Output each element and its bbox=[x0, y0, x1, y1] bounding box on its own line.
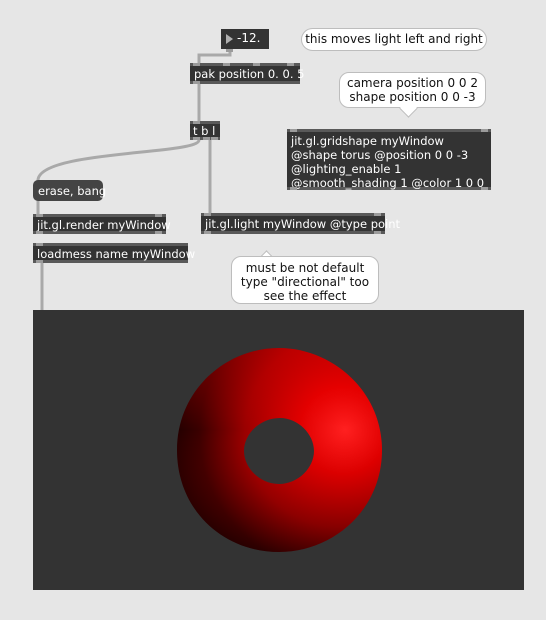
render-object-text: jit.gl.render myWindow bbox=[37, 218, 171, 232]
outlet[interactable] bbox=[36, 260, 43, 263]
trigger-object-text: t b l bbox=[193, 124, 216, 138]
inlet[interactable] bbox=[287, 63, 294, 66]
number-box-value: -12. bbox=[237, 31, 261, 45]
comment-light-note-text: this moves light left and right bbox=[305, 32, 483, 46]
inlet[interactable] bbox=[290, 129, 297, 132]
erase-bang-message[interactable]: erase, bang bbox=[33, 180, 107, 201]
loadmess-object[interactable]: loadmess name myWindow bbox=[33, 243, 195, 263]
trigger-object[interactable]: t b l bbox=[190, 121, 220, 140]
triangle-icon bbox=[226, 34, 233, 44]
comment-type-note: must be not default type "directional" t… bbox=[231, 256, 379, 304]
outlet[interactable] bbox=[374, 231, 381, 234]
inlet[interactable] bbox=[155, 214, 162, 217]
inlet[interactable] bbox=[193, 121, 200, 124]
outlet[interactable] bbox=[36, 231, 43, 234]
light-object[interactable]: jit.gl.light myWindow @type point bbox=[201, 213, 400, 234]
outlet[interactable] bbox=[203, 137, 210, 140]
inlet[interactable] bbox=[36, 214, 43, 217]
loadmess-object-text: loadmess name myWindow bbox=[37, 247, 196, 261]
inlet[interactable] bbox=[36, 243, 43, 246]
comment-camera-line2: shape position 0 0 -3 bbox=[349, 90, 476, 104]
outlet[interactable] bbox=[204, 231, 211, 234]
gl-render-window[interactable] bbox=[33, 310, 524, 590]
comment-light-note: this moves light left and right bbox=[301, 28, 487, 51]
inlet[interactable] bbox=[204, 213, 211, 216]
comment-camera-note: camera position 0 0 2 shape position 0 0… bbox=[339, 72, 486, 108]
gridshape-object[interactable]: jit.gl.gridshape myWindow @shape torus @… bbox=[287, 129, 491, 190]
erase-bang-message-text: erase, bang bbox=[38, 184, 107, 198]
cord-trigger-to-erase bbox=[36, 138, 201, 182]
cord-number-to-pak bbox=[197, 47, 232, 65]
torus-render bbox=[177, 348, 382, 552]
torus-top-shading bbox=[177, 348, 382, 552]
pak-object[interactable]: pak position 0. 0. 5 bbox=[190, 63, 304, 84]
pak-object-text: pak position 0. 0. 5 bbox=[194, 67, 305, 81]
light-object-text: jit.gl.light myWindow @type point bbox=[205, 217, 401, 231]
comment-camera-line1: camera position 0 0 2 bbox=[346, 76, 478, 90]
inlet[interactable] bbox=[253, 63, 260, 66]
inlet[interactable] bbox=[481, 129, 488, 132]
outlet[interactable] bbox=[226, 49, 233, 52]
outlet[interactable] bbox=[193, 137, 200, 140]
inlet[interactable] bbox=[193, 63, 200, 66]
outlet[interactable] bbox=[193, 81, 200, 84]
render-object[interactable]: jit.gl.render myWindow bbox=[33, 214, 171, 234]
outlet[interactable] bbox=[290, 187, 297, 190]
outlet[interactable] bbox=[155, 231, 162, 234]
number-box[interactable]: -12. bbox=[221, 29, 269, 52]
outlet[interactable] bbox=[211, 137, 218, 140]
comment-type-note-text: must be not default type "directional" t… bbox=[240, 261, 370, 303]
gridshape-object-text: jit.gl.gridshape myWindow @shape torus @… bbox=[291, 134, 485, 190]
outlet[interactable] bbox=[481, 187, 488, 190]
inlet[interactable] bbox=[223, 63, 230, 66]
inlet[interactable] bbox=[374, 213, 381, 216]
